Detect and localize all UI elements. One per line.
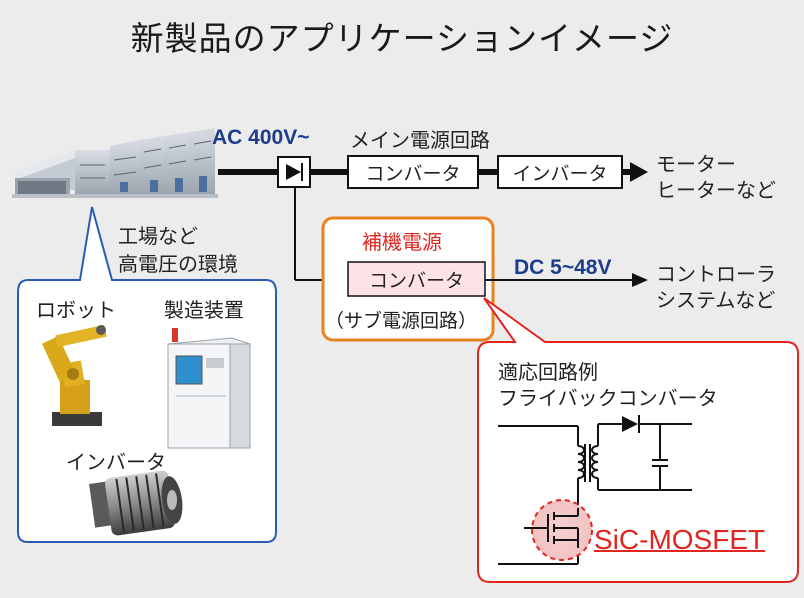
factory-callout (17, 206, 277, 543)
factory-illustration (12, 128, 218, 198)
aux-converter-box (347, 261, 486, 297)
aux-power-subtitle: （サブ電源回路） (325, 310, 478, 332)
main-output-label-2: ヒーターなど (656, 178, 776, 202)
main-output-label-1: モーター (656, 152, 736, 176)
aux-output-label-1: コントローラ (656, 262, 776, 286)
main-inverter-label: インバータ (512, 163, 608, 185)
main-converter-label: コンバータ (365, 163, 461, 185)
ac-voltage-label: AC 400V~ (212, 126, 310, 149)
dc-voltage-label: DC 5~48V (514, 256, 612, 279)
flyback-diode (622, 416, 638, 432)
robot-label: ロボット (36, 298, 116, 322)
aux-power-title: 補機電源 (362, 230, 442, 254)
aux-converter-label: コンバータ (368, 270, 464, 292)
aux-output-arrow (632, 273, 648, 287)
equipment-label: 製造装置 (164, 298, 244, 322)
main-power-line (218, 155, 648, 189)
circuit-label-1: 適応回路例 (498, 360, 598, 384)
inverter-motor-illustration (89, 470, 183, 536)
equipment-illustration (167, 328, 251, 449)
robot-illustration (41, 324, 107, 426)
inverter-label: インバータ (66, 450, 166, 474)
mosfet-highlight (531, 499, 593, 561)
aux-output-label-2: システムなど (656, 288, 776, 312)
main-power-caption: メイン電源回路 (350, 128, 490, 152)
factory-label-2: 高電圧の環境 (118, 252, 238, 276)
mosfet-symbol (524, 508, 579, 548)
factory-label-1: 工場など (118, 224, 198, 248)
main-inverter-box (497, 155, 623, 189)
main-output-arrow (630, 162, 648, 182)
page-title: 新製品のアプリケーションイメージ (130, 19, 674, 58)
circuit-label-2: フライバックコンバータ (498, 386, 718, 410)
sic-mosfet-label: SiC-MOSFET (594, 524, 766, 555)
